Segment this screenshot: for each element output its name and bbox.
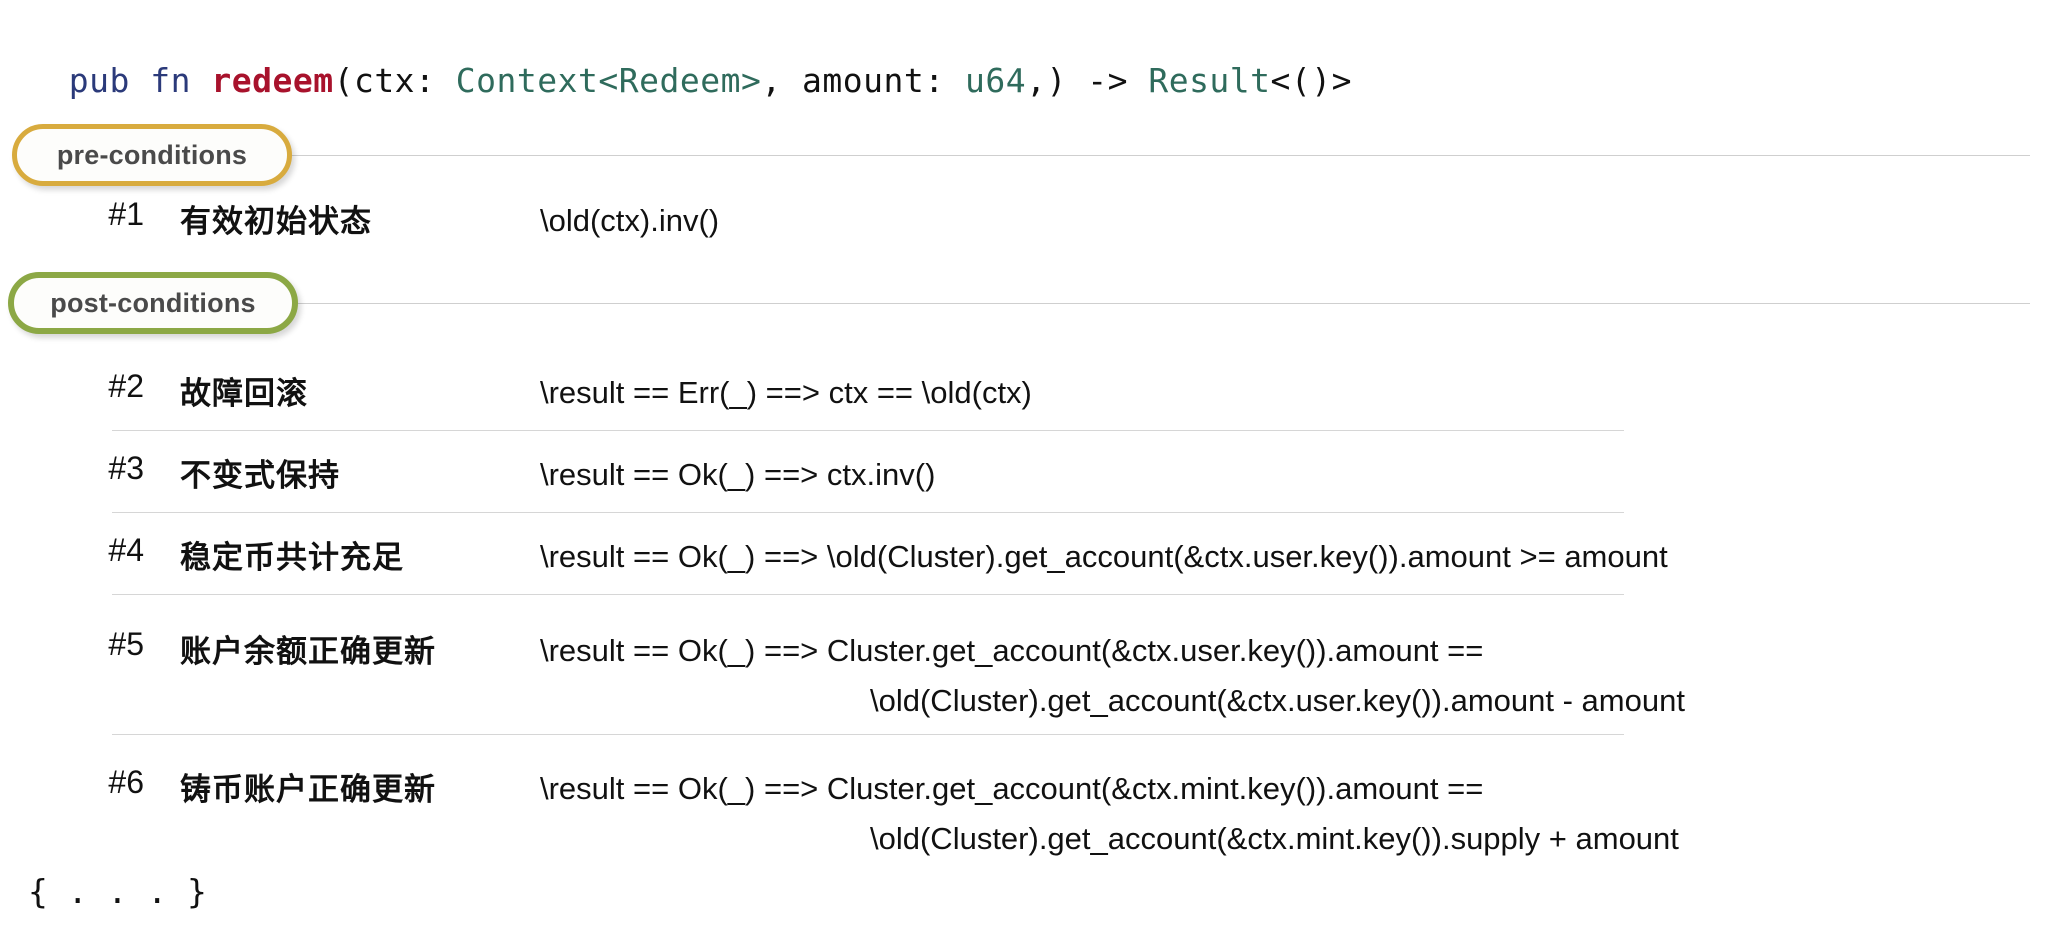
row-formula-line-1: \result == Ok(_) ==> Cluster.get_account… [540,771,1484,806]
row-formula-line-1: \old(ctx).inv() [540,203,720,238]
post-conditions-badge-label: post-conditions [50,287,256,318]
function-signature: pub fn redeem(ctx: Context<Redeem>, amou… [28,12,1352,104]
table-row: #1 有效初始状态 \old(ctx).inv() [0,196,2048,246]
row-number: #3 [108,450,144,486]
row-formula-line-2: \old(Cluster).get_account(&ctx.mint.key(… [870,821,1679,856]
row-number: #5 [108,626,144,662]
signature-unit-generic: <()> [1270,61,1353,100]
row-formula-line-1: \result == Ok(_) ==> ctx.inv() [540,457,936,492]
signature-param-amount: , amount: [761,61,965,100]
function-body-placeholder: { . . . } [28,872,207,911]
signature-token-fn: fn [150,61,191,100]
row-formula: \result == Err(_) ==> ctx == \old(ctx) [540,368,2048,418]
row-separator [112,430,1624,431]
signature-arrow: ,) -> [1026,61,1149,100]
row-formula-line-1: \result == Ok(_) ==> \old(Cluster).get_a… [540,539,1668,574]
row-formula-line-2: \old(Cluster).get_account(&ctx.user.key(… [870,683,1685,718]
table-row: #2 故障回滚 \result == Err(_) ==> ctx == \ol… [0,368,2048,418]
post-conditions-divider [250,303,2030,304]
post-conditions-badge: post-conditions [8,272,298,334]
row-number: #4 [108,532,144,568]
row-formula: \result == Ok(_) ==> \old(Cluster).get_a… [540,532,2048,582]
row-description: 铸币账户正确更新 [180,772,436,807]
row-number: #1 [108,196,144,232]
table-row: #3 不变式保持 \result == Ok(_) ==> ctx.inv() [0,450,2048,500]
pre-conditions-badge: pre-conditions [12,124,292,186]
row-formula: \result == Ok(_) ==> Cluster.get_account… [540,764,2048,864]
signature-space-1 [130,61,150,100]
signature-token-pub: pub [68,61,130,100]
pre-conditions-divider [240,155,2030,156]
row-description: 账户余额正确更新 [180,634,436,669]
signature-space-2 [191,61,211,100]
row-description: 稳定币共计充足 [180,540,404,575]
row-description: 不变式保持 [180,458,340,493]
table-row: #4 稳定币共计充足 \result == Ok(_) ==> \old(Clu… [0,532,2048,582]
row-formula: \old(ctx).inv() [540,196,2048,246]
pre-conditions-badge-label: pre-conditions [56,139,248,170]
row-formula: \result == Ok(_) ==> ctx.inv() [540,450,2048,500]
row-formula-line-1: \result == Err(_) ==> ctx == \old(ctx) [540,375,1032,410]
row-formula: \result == Ok(_) ==> Cluster.get_account… [540,626,2048,726]
signature-type-context-redeem: Context<Redeem> [455,61,762,100]
row-formula-line-1: \result == Ok(_) ==> Cluster.get_account… [540,633,1484,668]
signature-type-result: Result [1148,61,1271,100]
signature-type-u64: u64 [965,61,1027,100]
signature-function-name: redeem [211,61,334,100]
signature-param-ctx: (ctx: [333,61,456,100]
row-number: #6 [108,764,144,800]
row-separator [112,734,1624,735]
table-row: #5 账户余额正确更新 \result == Ok(_) ==> Cluster… [0,626,2048,726]
row-description: 故障回滚 [180,376,308,411]
row-separator [112,512,1624,513]
row-number: #2 [108,368,144,404]
row-separator [112,594,1624,595]
row-description: 有效初始状态 [180,204,372,239]
table-row: #6 铸币账户正确更新 \result == Ok(_) ==> Cluster… [0,764,2048,864]
